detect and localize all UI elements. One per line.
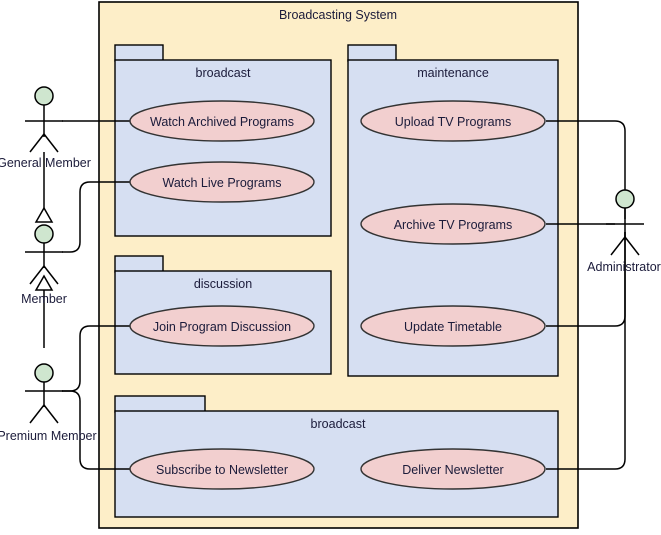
use-case-ellipse — [360, 305, 546, 347]
actor-leg-left — [610, 236, 626, 256]
package-tab — [114, 255, 164, 273]
generalization-arrowhead-general-member — [34, 206, 54, 223]
use-case-ellipse — [360, 448, 546, 490]
actor-leg-right — [43, 133, 59, 153]
use-case-deliver-newsletter[interactable]: Deliver Newsletter — [360, 448, 546, 490]
use-case-subscribe-to-newsletter[interactable]: Subscribe to Newsletter — [129, 448, 315, 490]
use-case-label: Archive TV Programs — [394, 218, 513, 232]
use-case-archive-tv-programs[interactable]: Archive TV Programs — [360, 203, 546, 245]
use-case-label: Update Timetable — [404, 320, 502, 334]
association-administrator-deliver-newsletter[interactable] — [546, 232, 626, 470]
association-member-watch-live-programs[interactable] — [62, 181, 130, 253]
connectors — [43, 120, 626, 470]
use-case-ellipse — [360, 100, 546, 142]
actor-stick-figure — [25, 363, 63, 424]
actor-general-member[interactable]: General Member — [0, 86, 91, 170]
actor-label: Member — [21, 292, 67, 306]
package-title-discussion: discussion — [194, 277, 252, 291]
actor-premium-member[interactable]: Premium Member — [0, 363, 97, 443]
package-body — [114, 59, 332, 237]
use-case-label: Subscribe to Newsletter — [156, 463, 288, 477]
actor-label: General Member — [0, 156, 91, 170]
actor-leg-right — [43, 265, 59, 285]
use-case-ellipse — [129, 448, 315, 490]
actor-head-icon — [34, 363, 54, 383]
actor-head-icon — [34, 86, 54, 106]
association-administrator-upload-tv-programs[interactable] — [546, 120, 626, 219]
package-title-broadcast-top: broadcast — [196, 66, 251, 80]
actor-leg-right — [43, 404, 59, 424]
package-title-broadcast-bottom: broadcast — [311, 417, 366, 431]
actor-administrator[interactable]: Administrator — [587, 189, 661, 274]
actor-head-icon — [615, 189, 635, 209]
package-broadcast-top[interactable]: broadcast — [114, 44, 332, 237]
use-case-watch-live-programs[interactable]: Watch Live Programs — [129, 161, 315, 203]
package-title-maintenance: maintenance — [417, 66, 489, 80]
actor-member[interactable]: Member — [21, 224, 67, 306]
use-case-label: Watch Live Programs — [162, 176, 281, 190]
association-premium-member-subscribe-to-newsletter[interactable] — [62, 390, 130, 470]
actor-head-icon — [34, 224, 54, 244]
use-case-update-timetable[interactable]: Update Timetable — [360, 305, 546, 347]
actor-label: Administrator — [587, 260, 661, 274]
actor-stick-figure — [25, 224, 63, 285]
use-case-ellipse — [129, 100, 315, 142]
actor-stick-figure — [606, 189, 644, 256]
generalization-arrowheads — [34, 206, 54, 291]
system-title: Broadcasting System — [279, 8, 397, 22]
use-case-label: Join Program Discussion — [153, 320, 291, 334]
actor-leg-right — [624, 236, 640, 256]
use-case-label: Deliver Newsletter — [402, 463, 503, 477]
package-tab — [114, 395, 206, 413]
use-case-join-program-discussion[interactable]: Join Program Discussion — [129, 305, 315, 347]
use-case-label: Watch Archived Programs — [150, 115, 294, 129]
use-case-ellipse — [360, 203, 546, 245]
actor-stick-figure — [25, 86, 63, 153]
use-case-label: Upload TV Programs — [395, 115, 512, 129]
package-tab — [347, 44, 397, 62]
use-case-watch-archived-programs[interactable]: Watch Archived Programs — [129, 100, 315, 142]
actor-leg-left — [29, 404, 45, 424]
use-case-ellipse — [129, 305, 315, 347]
actor-leg-left — [29, 265, 45, 285]
package-tab — [114, 44, 164, 62]
generalization-arrowhead-member — [34, 274, 54, 291]
use-case-ellipse — [129, 161, 315, 203]
use-case-upload-tv-programs[interactable]: Upload TV Programs — [360, 100, 546, 142]
association-premium-member-join-program-discussion[interactable] — [62, 325, 130, 392]
actor-label: Premium Member — [0, 429, 97, 443]
actor-leg-left — [29, 133, 45, 153]
